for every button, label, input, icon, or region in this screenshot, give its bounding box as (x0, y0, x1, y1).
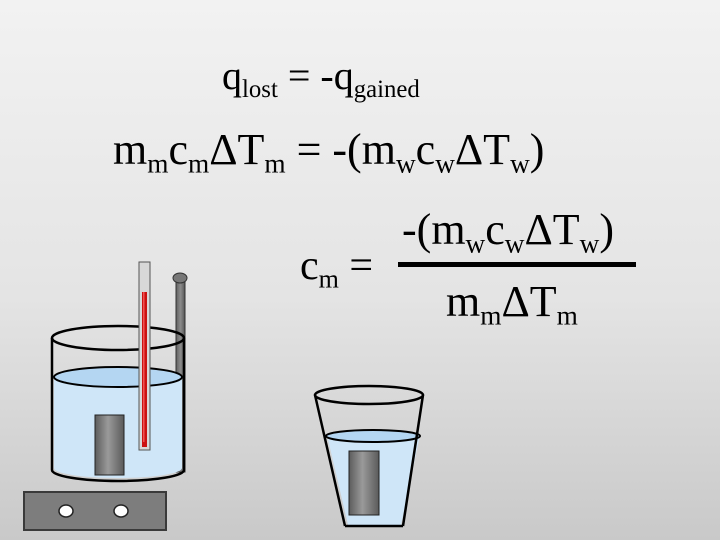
metal-sample (348, 450, 380, 516)
water-subscript: w (465, 228, 486, 259)
equals-minus: = -( (285, 125, 362, 174)
mass-symbol: m (113, 125, 148, 174)
lost-subscript: lost (242, 75, 278, 103)
cup-cold-water (313, 384, 425, 528)
knob-icon (113, 504, 129, 518)
delta-t-symbol: ΔT (209, 125, 265, 174)
q-symbol: q (333, 53, 354, 98)
equation-expanded: mmcmΔTm = -(mwcwΔTw) (113, 125, 545, 178)
q-symbol: q (222, 53, 242, 98)
minus-open-paren: -( (402, 205, 432, 254)
metal-sample (94, 414, 125, 476)
fraction-denominator: mmΔTm (446, 277, 578, 330)
metal-subscript: m (556, 300, 578, 331)
specific-heat-symbol: c (415, 125, 436, 174)
equation-heat-balance: qlost = -qgained (222, 53, 420, 102)
beaker-hot-water (50, 324, 186, 483)
mass-symbol: m (431, 205, 466, 254)
water-surface (53, 366, 183, 388)
metal-subscript: m (147, 148, 169, 179)
thermometer-icon (138, 261, 151, 451)
mass-symbol: m (446, 277, 481, 326)
delta-t-symbol: ΔT (501, 277, 557, 326)
specific-heat-symbol: c (168, 125, 188, 174)
water-subscript: w (435, 148, 455, 179)
metal-subscript: m (187, 148, 210, 179)
water-subscript: w (510, 148, 530, 179)
delta-t-symbol: ΔT (454, 125, 511, 174)
knob-icon (58, 504, 74, 518)
hot-plate (23, 491, 167, 531)
equals-sign: = (338, 243, 374, 289)
metal-subscript: m (264, 148, 286, 179)
fraction-numerator: -(mwcwΔTw) (402, 205, 615, 258)
metal-subscript: m (480, 300, 502, 331)
specific-heat-symbol: c (485, 205, 505, 254)
water-subscript: w (504, 228, 525, 259)
close-paren: ) (599, 205, 615, 254)
close-paren: ) (529, 125, 545, 174)
gained-subscript: gained (353, 75, 420, 103)
delta-t-symbol: ΔT (524, 205, 580, 254)
water-subscript: w (395, 148, 416, 179)
water-subscript: w (579, 228, 600, 259)
metal-subscript: m (318, 264, 339, 294)
specific-heat-symbol: c (300, 243, 319, 289)
equals-minus: = - (277, 53, 334, 98)
water-surface (325, 429, 421, 443)
fraction-bar (398, 262, 636, 267)
mass-symbol: m (361, 125, 396, 174)
equation-solved-lhs: cm = (300, 243, 374, 292)
